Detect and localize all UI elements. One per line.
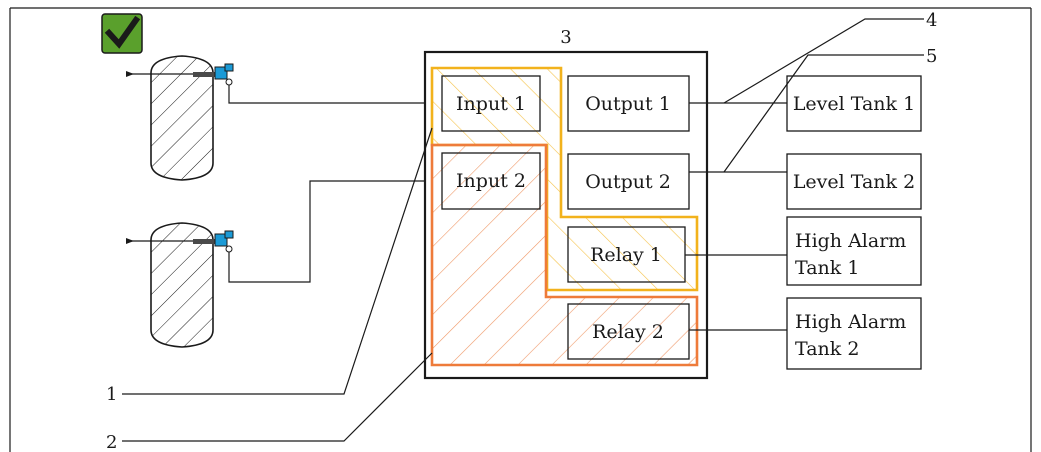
callout-1: 1 (106, 384, 117, 405)
high-alarm-tank-1-box (786, 216, 922, 286)
level-tank-1-label: Level Tank 1 (793, 93, 915, 115)
group-2-region (430, 143, 699, 367)
leader-5 (723, 54, 924, 173)
input-2-box (441, 152, 541, 210)
wire-sensor-2-input-2 (228, 180, 442, 283)
high-alarm-tank-1-line2: Tank 1 (795, 257, 859, 279)
level-tank-1-box (786, 75, 922, 132)
level-sensor-1-icon (193, 63, 234, 86)
checkmark-icon (101, 13, 143, 54)
level-tank-2-box (786, 153, 922, 210)
input-1-box (441, 75, 541, 132)
leader-2 (122, 352, 433, 442)
relay-2-box (567, 303, 690, 360)
leader-4 (723, 18, 924, 104)
wire-sensor-1-input-1 (228, 85, 442, 104)
callout-5: 5 (926, 46, 937, 67)
high-alarm-tank-2-box (786, 297, 922, 370)
relay-2-label: Relay 2 (592, 321, 664, 343)
callout-2: 2 (106, 432, 117, 452)
output-2-box (567, 153, 690, 210)
level-tank-2-label: Level Tank 2 (793, 171, 915, 193)
level-sensor-2-icon (193, 230, 234, 253)
input-2-label: Input 2 (456, 170, 526, 192)
leader-1 (122, 127, 433, 395)
output-1-box (567, 75, 690, 132)
output-1-label: Output 1 (585, 93, 671, 115)
callout-4: 4 (926, 10, 937, 31)
high-alarm-tank-2-line1: High Alarm (795, 311, 906, 333)
input-1-label: Input 1 (456, 93, 526, 115)
relay-1-label: Relay 1 (590, 244, 662, 266)
output-2-label: Output 2 (585, 171, 671, 193)
tank-1-icon (126, 55, 222, 181)
high-alarm-tank-2-line2: Tank 2 (795, 338, 859, 360)
callout-3: 3 (560, 27, 571, 48)
high-alarm-tank-1-line1: High Alarm (795, 230, 906, 252)
